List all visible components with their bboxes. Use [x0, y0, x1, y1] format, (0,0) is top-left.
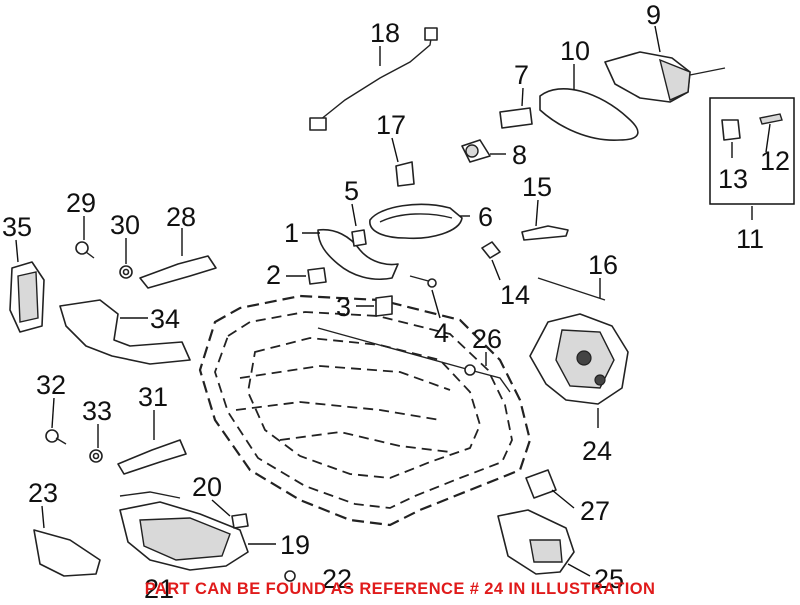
part-9-outer-handle [604, 51, 726, 103]
part-33-washer [89, 449, 103, 463]
part-5-spring [351, 229, 367, 247]
part-6-inner-handle-bezel [369, 203, 463, 240]
part-14-clip [481, 241, 501, 259]
callout-25: 25 [594, 564, 624, 594]
part-24-door-latch [529, 313, 629, 405]
callout-2: 2 [266, 260, 281, 290]
callout-9: 9 [646, 0, 661, 30]
part-11-kit-box [709, 97, 795, 205]
callout-7: 7 [514, 60, 529, 90]
part-19-lock-actuator [119, 491, 249, 571]
part-22-clip [284, 570, 296, 582]
callout-14: 14 [500, 280, 530, 310]
part-34-door-check [59, 299, 191, 365]
callout-27: 27 [580, 496, 610, 526]
part-25-striker [497, 509, 575, 575]
callout-15: 15 [522, 172, 552, 202]
callout-16: 16 [588, 250, 618, 280]
callout-26: 26 [472, 324, 502, 354]
part-16-rod [537, 277, 606, 301]
callout-20: 20 [192, 472, 222, 502]
callout-18: 18 [370, 18, 400, 48]
part-7-clip [499, 107, 533, 129]
part-30-washer [119, 265, 133, 279]
part-35-cover [9, 261, 45, 333]
callout-23: 23 [28, 478, 58, 508]
callout-13: 13 [718, 164, 748, 194]
callout-34: 34 [150, 304, 180, 334]
part-4-screw [409, 275, 437, 288]
callout-35: 35 [2, 212, 32, 242]
part-28-hinge [139, 255, 217, 289]
callout-29: 29 [66, 188, 96, 218]
part-2-cap [307, 267, 327, 285]
callout-32: 32 [36, 370, 66, 400]
callout-31: 31 [138, 382, 168, 412]
callout-1: 1 [284, 218, 299, 248]
callout-33: 33 [82, 396, 112, 426]
callout-11: 11 [736, 224, 764, 254]
part-10-gasket [539, 88, 639, 141]
callout-30: 30 [110, 210, 140, 240]
part-26-rod [317, 327, 511, 393]
part-29-bolt [75, 241, 95, 259]
callout-21: 21 [144, 574, 174, 604]
callout-5: 5 [344, 176, 359, 206]
reference-footer-note: PART CAN BE FOUND AS REFERENCE # 24 IN I… [144, 580, 656, 598]
part-17-bracket [395, 161, 415, 187]
part-32-bolt [45, 429, 67, 445]
leader-lines [15, 25, 771, 577]
part-31-hinge [117, 439, 187, 475]
part-27-bracket [525, 469, 557, 499]
part-18-cable [309, 27, 438, 131]
callout-10: 10 [560, 36, 590, 66]
callout-22: 22 [322, 564, 352, 594]
callout-4: 4 [434, 318, 449, 348]
callout-12: 12 [760, 146, 790, 176]
callout-3: 3 [336, 292, 351, 322]
callout-19: 19 [280, 530, 310, 560]
part-23-trim [33, 529, 101, 577]
callout-6: 6 [478, 202, 493, 232]
part-1-handle-lever [317, 228, 399, 280]
part-3-pad [375, 295, 393, 317]
callout-17: 17 [376, 110, 406, 140]
callout-24: 24 [582, 436, 612, 466]
callout-8: 8 [512, 140, 527, 170]
callout-28: 28 [166, 202, 196, 232]
part-20-screw [231, 513, 249, 529]
part-8-bracket [461, 139, 491, 163]
part-15-link [521, 225, 569, 241]
